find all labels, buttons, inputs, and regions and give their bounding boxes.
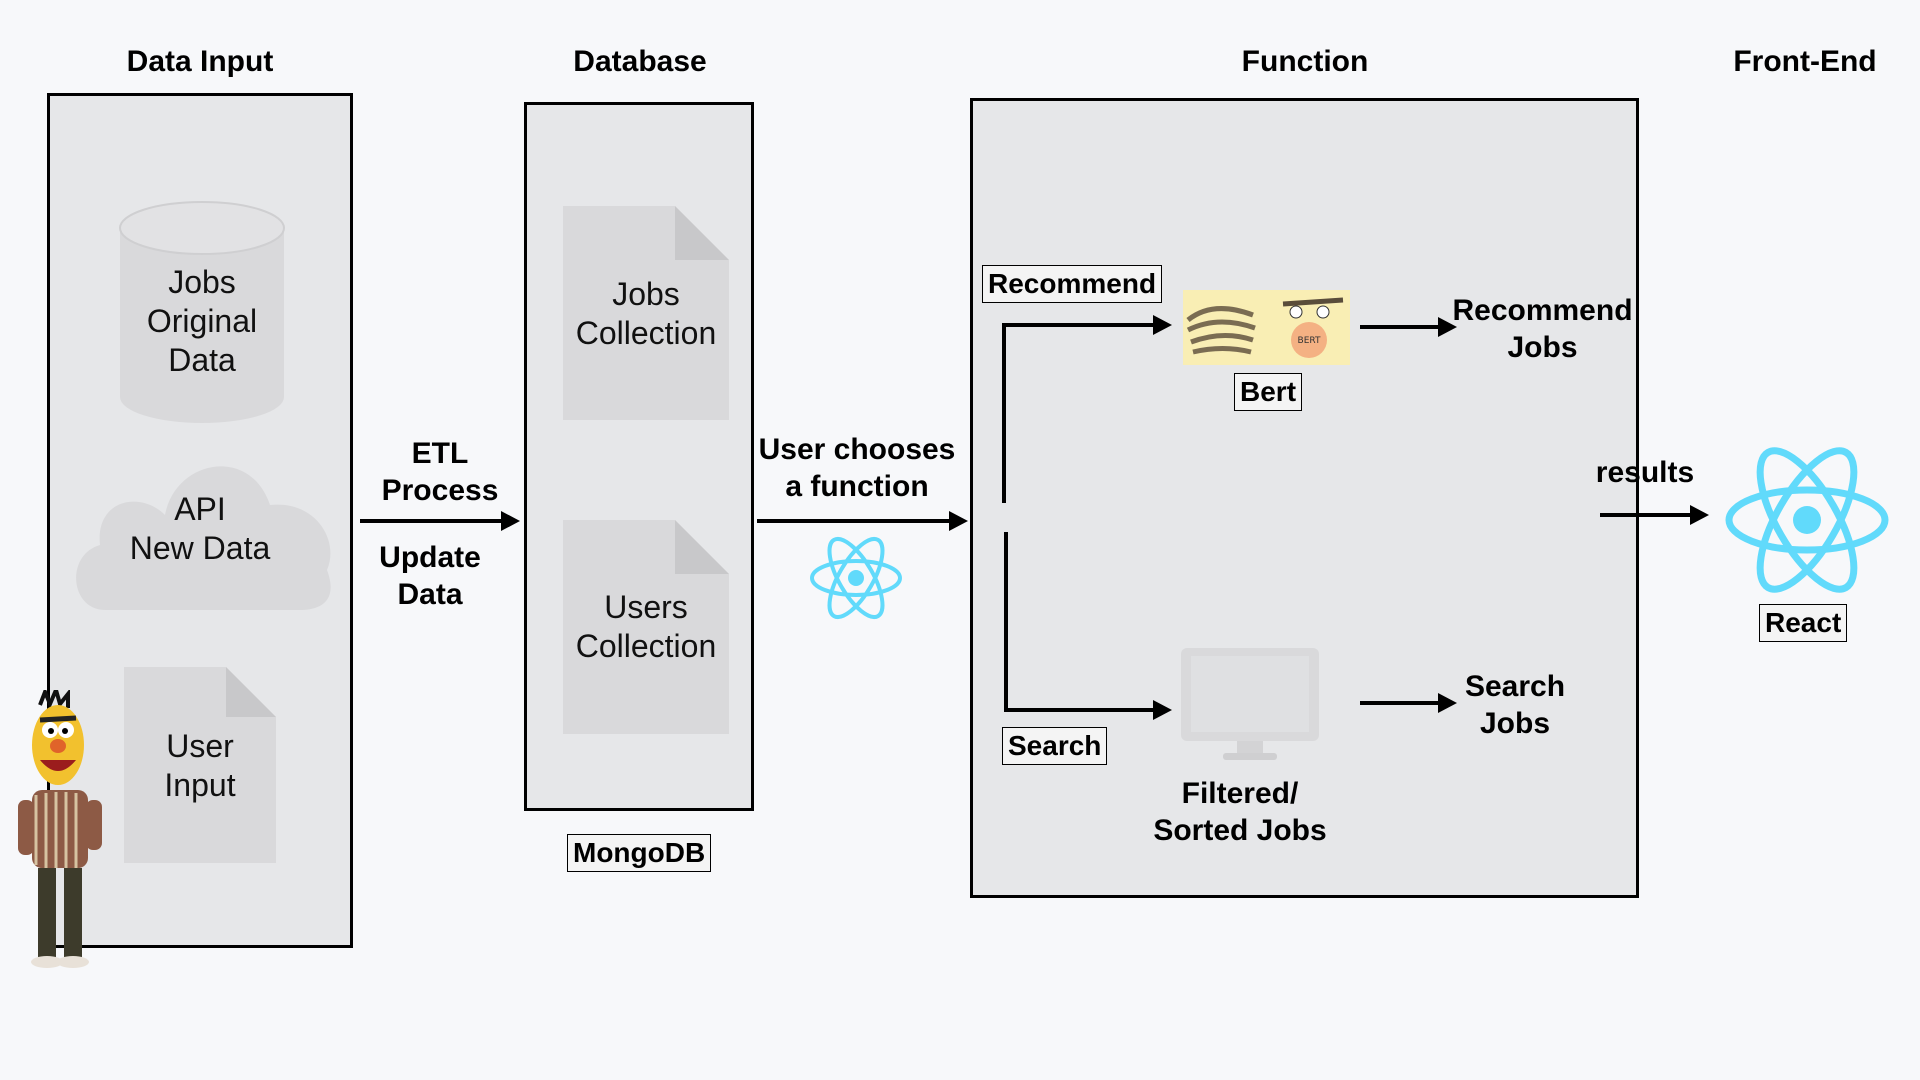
react-label: React	[1759, 604, 1848, 642]
heading-data-input: Data Input	[126, 45, 274, 78]
results-label: results	[1595, 456, 1695, 489]
jobs-collection-document-icon	[563, 206, 729, 420]
recommend-branch-line	[1002, 323, 1155, 503]
heading-database: Database	[573, 45, 707, 78]
recommend-jobs-label: Recommend Jobs	[1452, 294, 1633, 364]
bert-badge-text: BERT	[1298, 336, 1321, 346]
jobs-original-data-label: Jobs Original Data	[146, 264, 258, 378]
react-logo-icon	[1725, 447, 1889, 593]
etl-process-label: ETL Process	[381, 437, 499, 507]
users-collection-label: Users Collection	[575, 589, 717, 664]
update-data-label: Update Data	[379, 541, 481, 611]
mongodb-label: MongoDB	[567, 834, 712, 872]
search-label: Search	[1002, 727, 1108, 765]
react-logo-icon	[810, 536, 902, 620]
heading-front-end: Front-End	[1733, 45, 1877, 78]
users-collection-document-icon	[563, 520, 729, 734]
monitor-icon	[1181, 648, 1319, 760]
recommend-label: Recommend	[982, 265, 1163, 303]
bert-puppet-figure	[18, 690, 102, 968]
cloud-icon	[76, 466, 331, 610]
user-input-label: User Input	[164, 728, 236, 803]
user-chooses-function-label: User chooses a function	[758, 433, 956, 503]
bert-label: Bert	[1234, 373, 1303, 411]
search-jobs-label: Search Jobs	[1464, 670, 1566, 740]
database-cylinder-icon	[119, 201, 285, 423]
user-input-document-icon	[124, 667, 276, 863]
search-branch-line	[1004, 532, 1155, 712]
jobs-collection-label: Jobs Collection	[575, 276, 717, 351]
heading-function: Function	[1241, 45, 1369, 78]
filtered-sorted-jobs-label: Filtered/ Sorted Jobs	[1153, 777, 1327, 847]
api-new-data-label: API New Data	[129, 491, 271, 566]
bert-model-image: BERT	[1183, 290, 1350, 365]
